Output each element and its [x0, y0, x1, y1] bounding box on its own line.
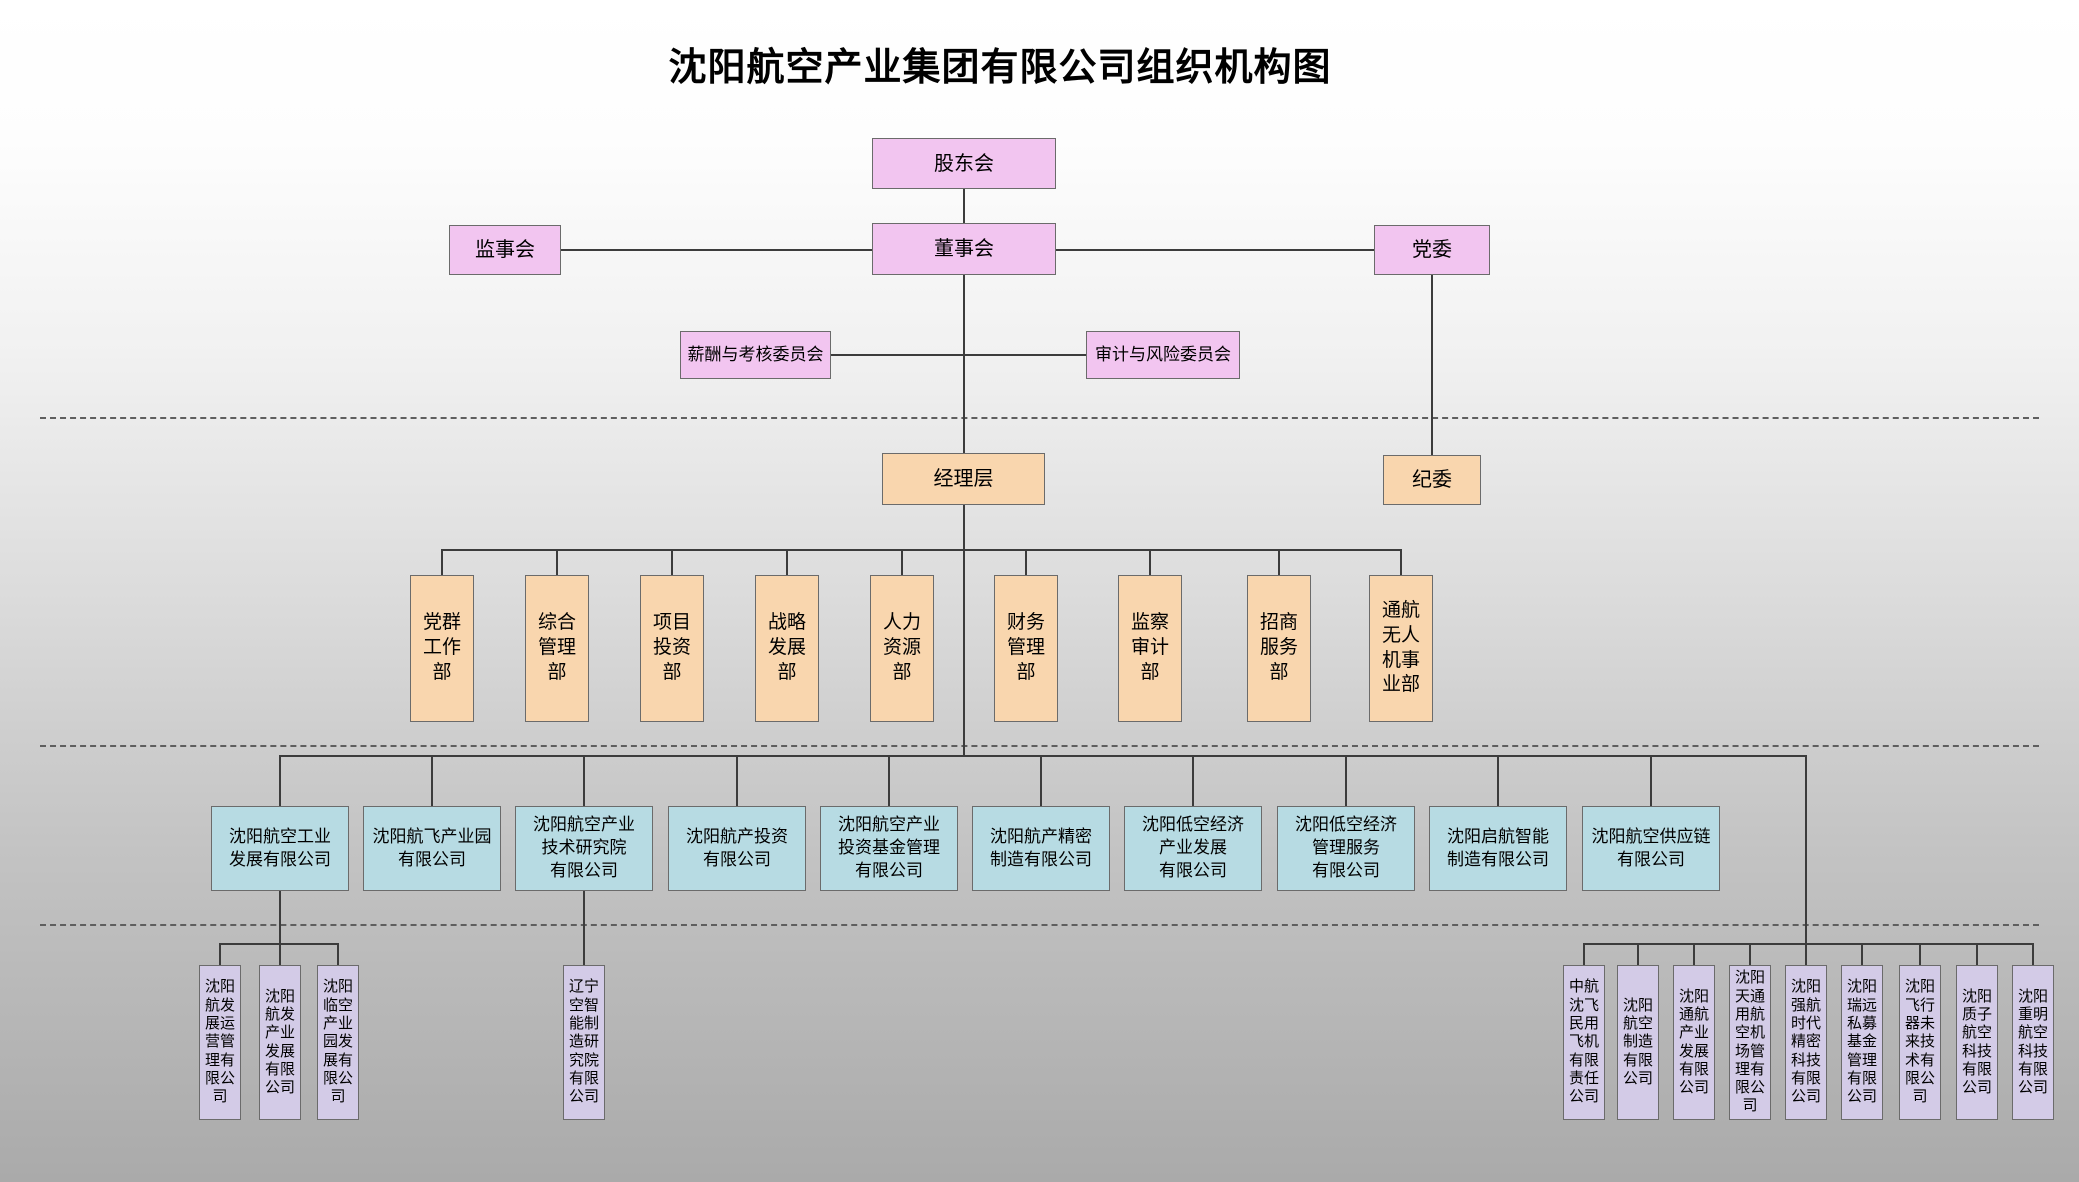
- department-box: 综合 管理 部: [525, 575, 589, 722]
- supervisory-board-box: 监事会: [449, 225, 561, 275]
- connector-line: [279, 755, 281, 806]
- affiliate-box: 沈阳 临空 产业 园发 展有 限公 司: [317, 965, 359, 1120]
- connector-line: [556, 549, 558, 575]
- affiliate-box: 沈阳 强航 时代 精密 科技 有限 公司: [1785, 965, 1827, 1120]
- connector-line: [736, 755, 738, 806]
- connector-line: [963, 189, 965, 223]
- connector-line: [1278, 549, 1280, 575]
- subsidiary-box: 沈阳低空经济 管理服务 有限公司: [1277, 806, 1415, 891]
- department-box: 人力 资源 部: [870, 575, 934, 722]
- subsidiary-box: 沈阳航产投资 有限公司: [668, 806, 806, 891]
- connector-line: [219, 943, 221, 965]
- department-box: 通航 无人 机事 业部: [1369, 575, 1433, 722]
- connector-line: [1497, 755, 1499, 806]
- connector-line: [441, 549, 443, 575]
- affiliate-box: 沈阳 航发 展运 营管 理有 限公 司: [199, 965, 241, 1120]
- subsidiary-box: 沈阳航空工业 发展有限公司: [211, 806, 349, 891]
- connector-line: [1192, 755, 1194, 806]
- affiliate-box: 中航 沈飞 民用 飞机 有限 责任 公司: [1563, 965, 1605, 1120]
- connector-line: [1345, 755, 1347, 806]
- connector-line: [1431, 275, 1433, 455]
- connector-line: [831, 354, 1086, 356]
- subsidiary-box: 沈阳航空产业 投资基金管理 有限公司: [820, 806, 958, 891]
- section-divider: [40, 417, 2039, 419]
- party-committee-box: 党委: [1374, 225, 1490, 275]
- affiliate-box: 沈阳 航空 制造 有限 公司: [1617, 965, 1659, 1120]
- connector-line: [441, 549, 1402, 551]
- connector-line: [1693, 943, 1695, 965]
- connector-line: [671, 549, 673, 575]
- management-box: 经理层: [882, 453, 1045, 505]
- discipline-committee-box: 纪委: [1383, 455, 1481, 505]
- connector-line: [1040, 755, 1042, 806]
- subsidiary-box: 沈阳航空供应链 有限公司: [1582, 806, 1720, 891]
- connector-line: [583, 755, 585, 806]
- connector-line: [1583, 943, 1585, 965]
- connector-line: [888, 755, 890, 806]
- connector-line: [1149, 549, 1151, 575]
- shareholders-box: 股东会: [872, 138, 1056, 189]
- board-box: 董事会: [872, 223, 1056, 275]
- connector-line: [583, 891, 585, 965]
- affiliate-box: 沈阳 天通 用航 空机 场管 理有 限公 司: [1729, 965, 1771, 1120]
- affiliate-box: 沈阳 瑞远 私募 基金 管理 有限 公司: [1841, 965, 1883, 1120]
- connector-line: [279, 755, 1807, 757]
- affiliate-box: 辽宁 空智 能制 造研 究院 有限 公司: [563, 965, 605, 1120]
- department-box: 招商 服务 部: [1247, 575, 1311, 722]
- connector-line: [279, 943, 281, 965]
- department-box: 党群 工作 部: [410, 575, 474, 722]
- connector-line: [1650, 755, 1652, 806]
- section-divider: [40, 745, 2039, 747]
- chart-title: 沈阳航空产业集团有限公司组织机构图: [668, 47, 1332, 89]
- connector-line: [1919, 943, 1921, 965]
- affiliate-box: 沈阳 重明 航空 科技 有限 公司: [2012, 965, 2054, 1120]
- subsidiary-box: 沈阳航产精密 制造有限公司: [972, 806, 1110, 891]
- connector-line: [2032, 943, 2034, 965]
- subsidiary-box: 沈阳航空产业 技术研究院 有限公司: [515, 806, 653, 891]
- subsidiary-box: 沈阳低空经济 产业发展 有限公司: [1124, 806, 1262, 891]
- affiliate-box: 沈阳 质子 航空 科技 有限 公司: [1956, 965, 1998, 1120]
- connector-line: [561, 249, 872, 251]
- connector-line: [1025, 549, 1027, 575]
- department-box: 战略 发展 部: [755, 575, 819, 722]
- connector-line: [1583, 943, 2034, 945]
- department-box: 监察 审计 部: [1118, 575, 1182, 722]
- connector-line: [279, 891, 281, 943]
- connector-line: [1056, 249, 1374, 251]
- affiliate-box: 沈阳 航发 产业 发展 有限 公司: [259, 965, 301, 1120]
- subsidiary-box: 沈阳启航智能 制造有限公司: [1429, 806, 1567, 891]
- connector-line: [1976, 943, 1978, 965]
- connector-line: [1861, 943, 1863, 965]
- connector-line: [1805, 943, 1807, 965]
- affiliate-box: 沈阳 通航 产业 发展 有限 公司: [1673, 965, 1715, 1120]
- audit-risk-committee-box: 审计与风险委员会: [1086, 331, 1240, 379]
- connector-line: [431, 755, 433, 806]
- connector-line: [963, 505, 965, 755]
- department-box: 财务 管理 部: [994, 575, 1058, 722]
- connector-line: [1749, 943, 1751, 965]
- section-divider: [40, 924, 2039, 926]
- subsidiary-box: 沈阳航飞产业园 有限公司: [363, 806, 501, 891]
- department-box: 项目 投资 部: [640, 575, 704, 722]
- affiliate-box: 沈阳 飞行 器未 来技 术有 限公 司: [1899, 965, 1941, 1120]
- connector-line: [901, 549, 903, 575]
- connector-line: [1805, 755, 1807, 943]
- connector-line: [963, 275, 965, 453]
- connector-line: [337, 943, 339, 965]
- connector-line: [1637, 943, 1639, 965]
- connector-line: [786, 549, 788, 575]
- compensation-committee-box: 薪酬与考核委员会: [680, 331, 831, 379]
- connector-line: [1400, 549, 1402, 575]
